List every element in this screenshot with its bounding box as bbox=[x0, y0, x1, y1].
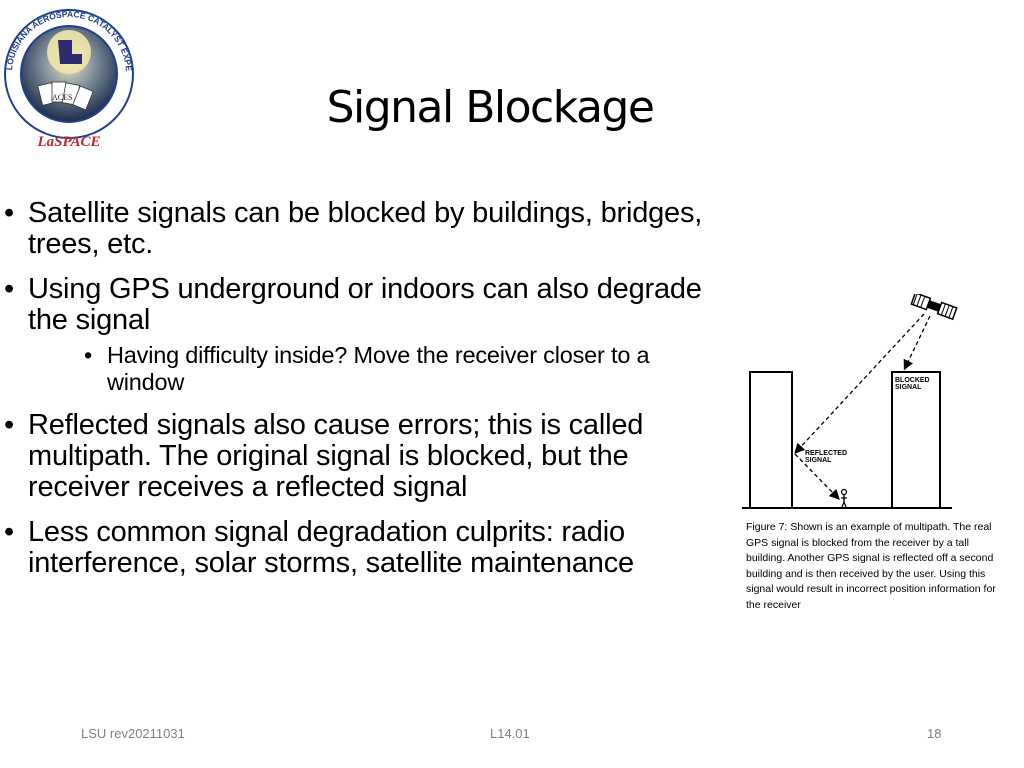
incoming-signal-path bbox=[794, 313, 925, 454]
multipath-figure: BLOCKED SIGNAL REFLECTED SIGNAL bbox=[738, 291, 978, 516]
laspace-logo: ACES LOUISIANA AEROSPACE CATALYST EXPERI… bbox=[0, 0, 136, 152]
bullet-text: Less common signal degradation culprits:… bbox=[28, 516, 634, 579]
blocked-label-2: SIGNAL bbox=[895, 384, 922, 391]
receiver-person-icon bbox=[840, 488, 848, 508]
bullet-item: Reflected signals also cause errors; thi… bbox=[0, 410, 712, 503]
footer-page-number: 18 bbox=[927, 726, 942, 741]
bullet-item: Using GPS underground or indoors can als… bbox=[0, 274, 712, 396]
blocked-label: BLOCKED bbox=[895, 377, 930, 384]
footer-lesson-code: L14.01 bbox=[490, 726, 530, 741]
reflected-signal-path bbox=[794, 453, 840, 500]
bullet-text: Using GPS underground or indoors can als… bbox=[28, 273, 702, 336]
sub-bullet-item: Having difficulty inside? Move the recei… bbox=[28, 342, 712, 396]
bullet-item: Satellite signals can be blocked by buil… bbox=[0, 198, 712, 260]
blocked-signal-path bbox=[903, 315, 931, 371]
bullet-text: Satellite signals can be blocked by buil… bbox=[28, 197, 703, 260]
svg-text:LaSPACE: LaSPACE bbox=[36, 134, 100, 150]
reflected-label-2: SIGNAL bbox=[805, 457, 832, 464]
right-building bbox=[891, 371, 941, 509]
satellite-icon bbox=[910, 291, 958, 321]
slide-title: Signal Blockage bbox=[326, 82, 655, 133]
footer-revision: LSU rev20211031 bbox=[81, 726, 185, 741]
figure-caption: Figure 7: Shown is an example of multipa… bbox=[746, 521, 996, 611]
sub-bullet-list: Having difficulty inside? Move the recei… bbox=[28, 342, 712, 396]
bullet-text: Reflected signals also cause errors; thi… bbox=[28, 409, 644, 503]
sub-bullet-text: Having difficulty inside? Move the recei… bbox=[107, 342, 650, 395]
left-building bbox=[749, 371, 793, 509]
bullet-item: Less common signal degradation culprits:… bbox=[0, 517, 712, 579]
cards bbox=[37, 81, 94, 111]
reflected-label: REFLECTED bbox=[805, 450, 847, 457]
svg-text:ACES: ACES bbox=[52, 93, 72, 102]
bullet-list: Satellite signals can be blocked by buil… bbox=[0, 198, 712, 593]
